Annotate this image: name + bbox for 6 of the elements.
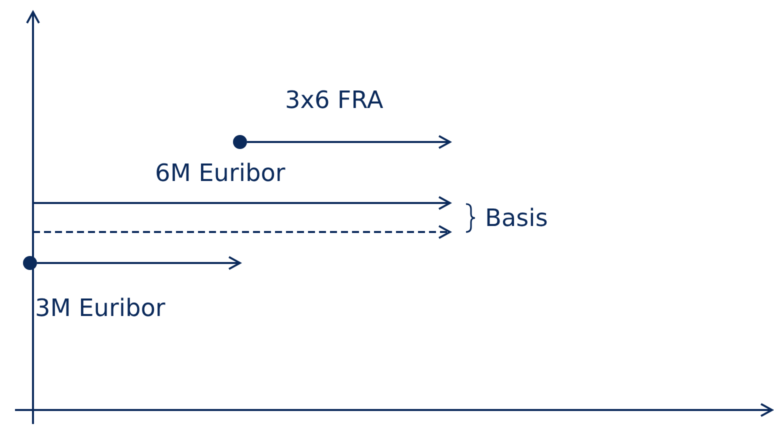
start-dot [233, 135, 247, 149]
axis-label: 3x6 FRA [285, 86, 384, 114]
axis-label: 3M Euribor [35, 294, 166, 322]
start-dot [23, 256, 37, 270]
axis-label: Basis [485, 204, 548, 232]
axis-label: 6M Euribor [155, 159, 286, 187]
